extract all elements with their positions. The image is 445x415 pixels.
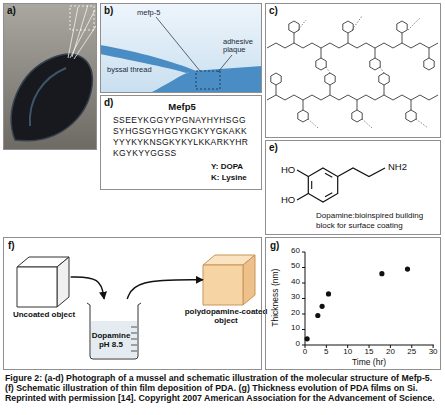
catechol-ring (397, 21, 407, 33)
tick-label: 20 (280, 309, 300, 318)
description: Dopamine:bioinspired building block for … (316, 211, 440, 231)
cube-front (203, 265, 243, 305)
catechol-ring (352, 110, 362, 122)
part-label: mefp-5 (137, 9, 177, 17)
tick-label: 40 (280, 278, 300, 287)
shell-highlight (30, 68, 66, 126)
sequence-panel: d)Mefp5SSEEYKGGYYPGNAYHYHSGG SYHGSGYHGGY… (100, 95, 262, 190)
catechol-ring (316, 58, 326, 70)
amino-acid-sequence: SSEEYKGGYYPGNAYHYHSGG SYHGSGYHGGYKGKYYGK… (113, 115, 258, 159)
arrow-connector (71, 277, 104, 299)
schematic-panel: b) mefp-5 byssal thread adhesive plaque (100, 3, 262, 93)
atom-label: HO (281, 195, 301, 206)
zoom-box (70, 6, 94, 30)
data-point (379, 271, 384, 276)
benzene-ring (308, 168, 337, 202)
catechol-ring (406, 110, 416, 122)
tick-label: 0 (280, 340, 300, 349)
cube-front (17, 267, 57, 307)
tick-label: 15 (359, 348, 379, 357)
tick-label: 30 (423, 348, 443, 357)
byssal-threads (68, 5, 96, 59)
cube-side (243, 255, 255, 305)
tick-label: 0 (295, 348, 315, 357)
panel-letter: b) (104, 5, 124, 17)
key-entry: Y: DOPA (211, 162, 261, 171)
catechol-ring (379, 73, 389, 85)
tick-label: 10 (280, 324, 300, 333)
data-point (326, 291, 331, 296)
catechol-ring (325, 73, 335, 85)
zoom-box (196, 71, 220, 89)
tick-label: 25 (402, 348, 422, 357)
solution-label: Dopamine pH 8.5 (91, 332, 131, 350)
panel-letter: g) (270, 240, 290, 252)
catechol-ring (370, 58, 380, 70)
tick-label: 50 (280, 262, 300, 271)
key-entry: K: Lysine (211, 173, 261, 182)
water-background (100, 3, 262, 93)
shape-outline (13, 253, 75, 333)
shape-outline (81, 299, 147, 361)
catechol-ring (289, 21, 299, 33)
protein-backbone (267, 43, 438, 48)
double-bond (312, 173, 333, 197)
side-chain (276, 33, 429, 110)
tick-label: 30 (280, 293, 300, 302)
data-point (305, 336, 310, 341)
beaker: Dopamine pH 8.5 (81, 299, 147, 361)
tick-label: 60 (280, 247, 300, 256)
tick-label: 5 (316, 348, 336, 357)
beaker-outline (87, 303, 141, 359)
single-bond (297, 168, 385, 200)
data-point (320, 304, 325, 309)
structure-panel: e) HO HO NH2Dopamine:bioinspired building b… (265, 140, 441, 235)
figure-caption: Figure 2: (a-d) Photograph of a mussel a… (5, 373, 441, 403)
solution (91, 321, 137, 358)
catechol-ring (298, 110, 308, 122)
atom-label: HO (281, 165, 301, 176)
tick-label: 10 (338, 348, 358, 357)
object-label: Uncoated object (9, 311, 79, 320)
panel-letter: d) (104, 97, 124, 109)
adhesive-plaque-shape (150, 66, 262, 93)
atom-label: NH2 (388, 162, 418, 173)
part-label: byssal thread (107, 66, 167, 74)
mussel-shell (11, 54, 92, 141)
chart-axis (305, 252, 434, 345)
panel-letter: a) (7, 5, 27, 17)
leader-line (156, 17, 232, 72)
crosslink (298, 16, 428, 128)
axis-tick (302, 252, 433, 348)
cube-side (57, 257, 69, 307)
data-point (405, 267, 410, 272)
protein-backbone (267, 95, 438, 100)
panel-letter: e) (269, 142, 289, 154)
cube-object: Uncoated object (13, 253, 75, 333)
sequence-title: Mefp5 (101, 102, 263, 113)
data-point (315, 313, 320, 318)
catechol-ring (343, 21, 353, 33)
axis-title: Thickness (nm) (271, 258, 280, 338)
arrow-connector (127, 280, 203, 299)
molecule-panel: c) (265, 3, 441, 138)
graduation (131, 327, 137, 351)
part-label: adhesive plaque (223, 38, 261, 55)
tick-label: 20 (380, 348, 400, 357)
object-label: polydopamine-coated object (183, 308, 269, 326)
catechol-ring (424, 58, 434, 70)
process-panel: f)Uncoated objectDopamine pH 8.5polydopa… (3, 237, 262, 370)
photo-background (3, 3, 97, 150)
catechol-ring (271, 73, 281, 85)
axis-title: Time (hr) (339, 358, 399, 367)
panel-letter: c) (269, 5, 289, 17)
photo-panel: a) (3, 3, 97, 150)
cube-object: polydopamine-coated object (191, 251, 261, 323)
panel-letter: f) (8, 240, 28, 252)
